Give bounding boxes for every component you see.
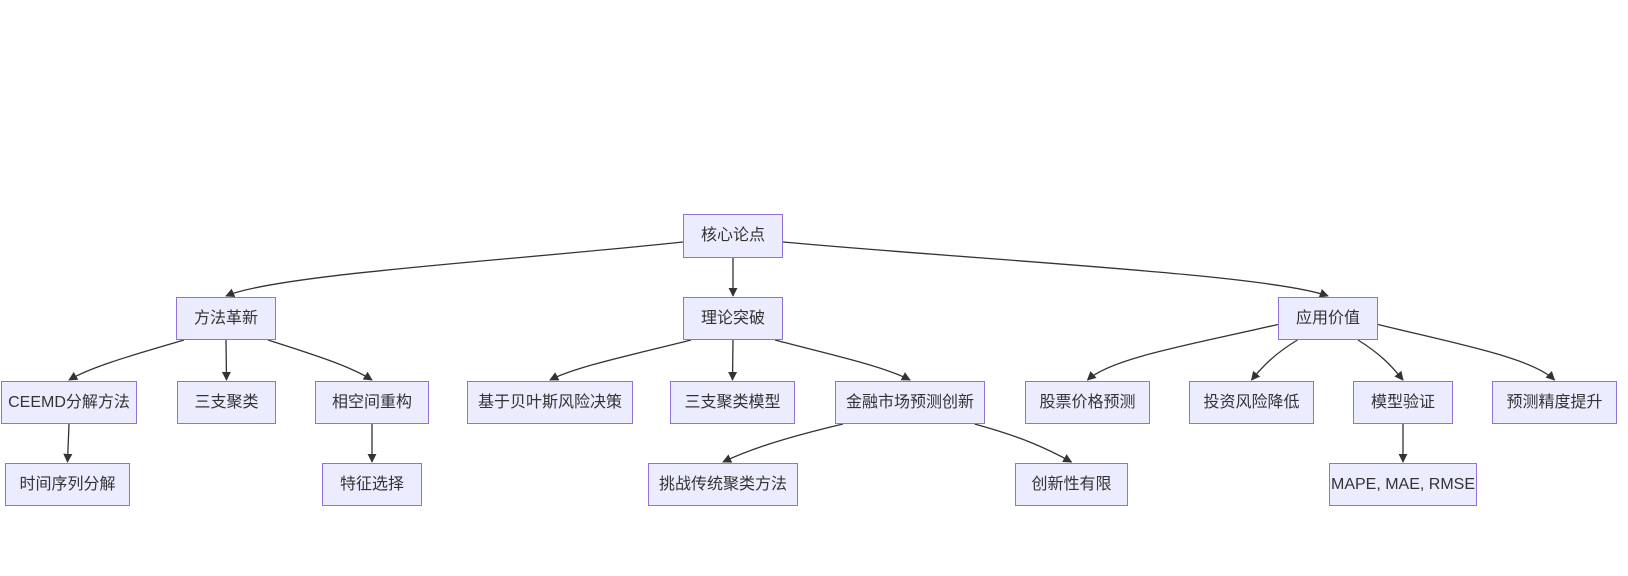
node-metrics: MAPE, MAE, RMSE [1329,463,1477,506]
node-limited: 创新性有限 [1015,463,1128,506]
node-ceemd: CEEMD分解方法 [1,381,137,424]
node-core: 核心论点 [683,214,783,258]
node-feature: 特征选择 [322,463,422,506]
node-validate: 模型验证 [1353,381,1453,424]
edge-core-method [225,241,684,297]
node-twmodel: 三支聚类模型 [670,381,795,424]
node-invest: 投资风险降低 [1189,381,1314,424]
edge-application-invest [1250,339,1298,381]
node-accuracy: 预测精度提升 [1492,381,1617,424]
edge-theory-bayes [549,339,692,381]
edge-theory-twmodel [728,339,738,381]
node-finance: 金融市场预测创新 [835,381,985,424]
edge-method-threeway [221,339,231,381]
edge-theory-finance [774,339,911,381]
edge-application-accuracy [1377,323,1556,381]
node-phase: 相空间重构 [315,381,429,424]
node-method: 方法革新 [176,297,276,340]
node-theory: 理论突破 [683,297,783,340]
edge-ceemd-tsdecomp [63,423,73,463]
edge-core-application [782,241,1329,298]
node-application: 应用价值 [1278,297,1378,340]
edge-application-stock [1086,323,1279,381]
node-challenge: 挑战传统聚类方法 [648,463,798,506]
node-bayes: 基于贝叶斯风险决策 [467,381,633,424]
edge-finance-limited [974,423,1073,463]
edge-application-validate [1357,339,1404,381]
edge-finance-challenge [722,423,844,463]
edge-method-ceemd [68,339,185,381]
node-threeway: 三支聚类 [177,381,276,424]
node-tsdecomp: 时间序列分解 [5,463,130,506]
edge-method-phase [267,339,373,381]
node-stock: 股票价格预测 [1025,381,1150,424]
